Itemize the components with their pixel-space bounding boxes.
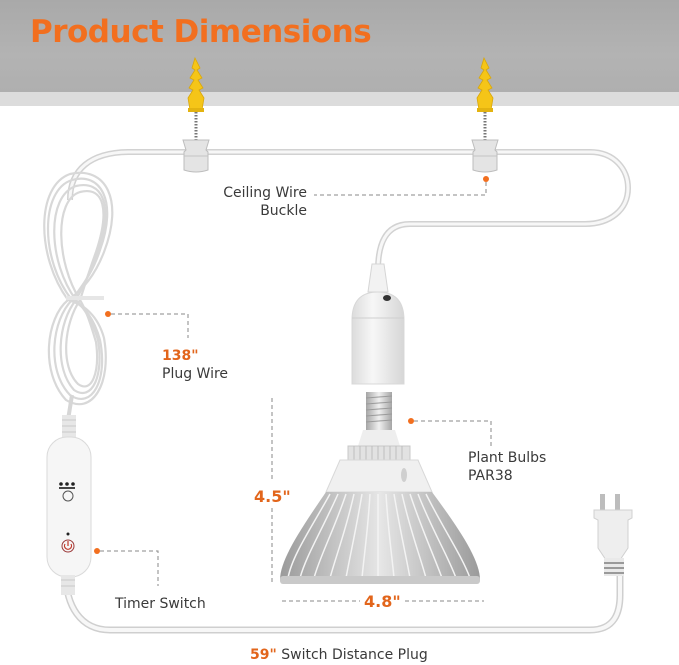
wire-buckle-icon	[471, 139, 499, 173]
plug-wire-length: 138"	[162, 348, 199, 364]
ceiling-background	[0, 0, 679, 92]
switch-distance-length: 59"	[250, 647, 277, 663]
callout-ceiling-buckle	[314, 176, 489, 196]
wall-anchor-icon	[476, 56, 494, 112]
ceiling-buckle-line1: Ceiling Wire	[223, 185, 307, 201]
timer-switch-icon	[46, 415, 92, 595]
par38-bulb-icon	[280, 392, 480, 584]
wire-buckle-icon	[182, 139, 210, 173]
timer-switch-label: Timer Switch	[115, 596, 206, 612]
callout-timer-switch	[94, 548, 159, 586]
wall-anchor-icon	[187, 56, 205, 112]
callout-plant-bulbs	[408, 418, 492, 446]
callout-dot-icon	[408, 418, 414, 424]
plant-bulbs-line2: PAR38	[468, 468, 513, 484]
power-button-icon	[61, 539, 75, 553]
bulb-height-dimension: 4.5"	[254, 487, 291, 506]
plug-wire-text: Plug Wire	[162, 366, 229, 382]
plug-wire-label: 138" Plug Wire	[162, 347, 228, 383]
ceiling-buckle-line2: Buckle	[260, 203, 307, 219]
page-title: Product Dimensions	[30, 14, 372, 50]
callout-dot-icon	[483, 176, 489, 182]
us-plug-icon	[593, 494, 633, 576]
switch-distance-text: Switch Distance Plug	[281, 647, 428, 663]
screw-icon	[194, 112, 487, 140]
bulb-width-dimension: 4.8"	[364, 592, 401, 611]
main-cable	[67, 149, 632, 271]
callout-plug-wire	[105, 311, 189, 338]
lamp-socket-icon	[351, 263, 405, 385]
ceiling-edge	[0, 92, 679, 106]
plant-bulbs-line1: Plant Bulbs	[468, 450, 547, 466]
plant-bulbs-label: Plant Bulbs PAR38	[468, 449, 546, 485]
callout-dot-icon	[105, 311, 111, 317]
callout-dot-icon	[94, 548, 100, 554]
ceiling-buckle-label: Ceiling Wire Buckle	[221, 184, 307, 220]
switch-distance-label: 59" Switch Distance Plug	[250, 646, 428, 664]
coiled-cable-icon	[43, 171, 114, 406]
